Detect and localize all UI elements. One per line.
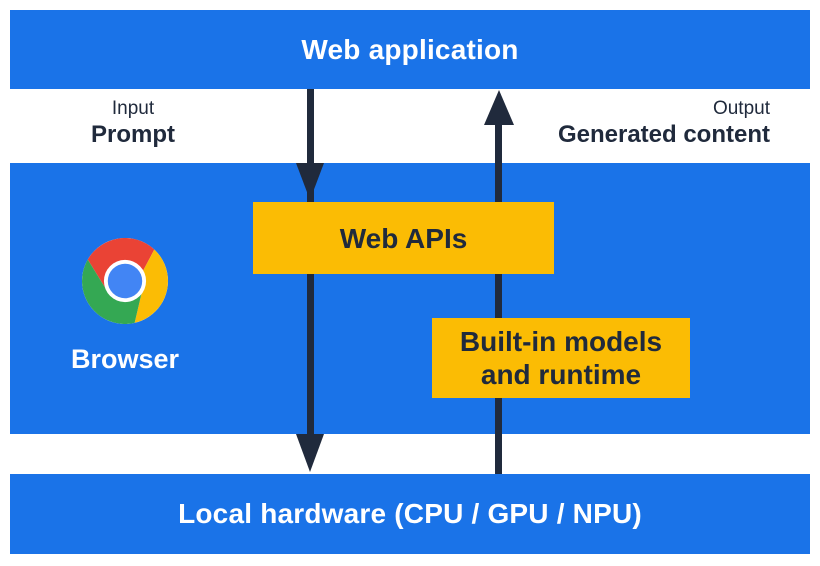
web-apis-label: Web APIs	[339, 222, 468, 254]
local-hardware-label: Local hardware (CPU / GPU / NPU)	[178, 498, 642, 529]
output-flow-line	[495, 108, 502, 474]
input-label-group: Input Prompt	[63, 97, 203, 148]
chrome-icon	[82, 238, 168, 324]
input-caption: Input	[111, 98, 155, 119]
web-application-bar: Web application	[10, 10, 810, 89]
browser-label: Browser	[70, 344, 180, 374]
input-value: Prompt	[91, 121, 175, 148]
builtin-models-label: Built-in models and runtime	[459, 326, 663, 390]
web-application-label: Web application	[301, 33, 519, 65]
output-label-group: Output Generated content	[470, 97, 770, 148]
builtin-models-box: Built-in models and runtime	[432, 318, 690, 398]
output-value: Generated content	[557, 121, 770, 148]
web-apis-box: Web APIs	[253, 202, 554, 274]
output-caption: Output	[712, 98, 770, 119]
arrowhead-down-into-hardware-icon	[296, 434, 324, 472]
local-hardware-bar: Local hardware (CPU / GPU / NPU)	[10, 474, 810, 554]
